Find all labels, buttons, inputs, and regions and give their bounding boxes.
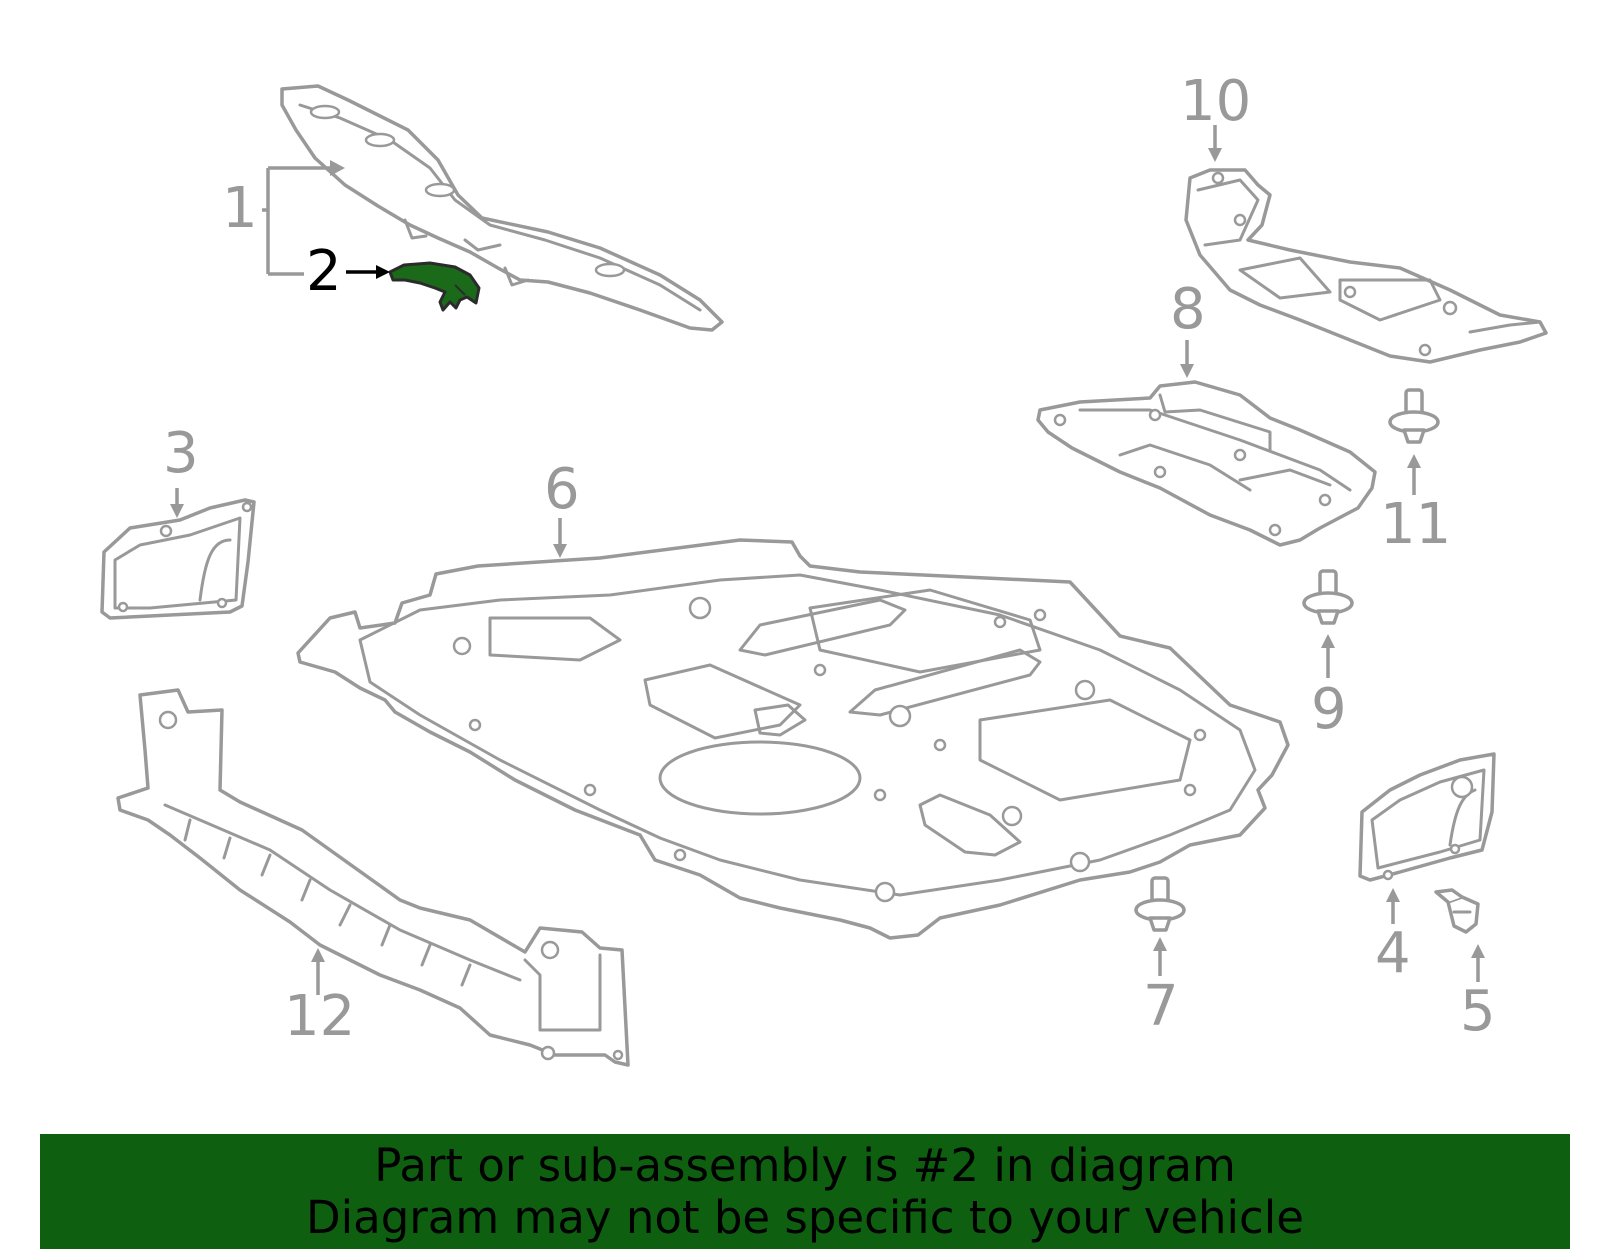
callout-3: 3 [163,421,199,486]
part-4-side-cover [1358,752,1496,882]
leader-lines [170,125,1485,995]
banner-line-1: Part or sub-assembly is #2 in diagram [374,1139,1236,1192]
callout-4: 4 [1375,921,1411,986]
banner-line-2: Diagram may not be specific to your vehi… [306,1191,1304,1244]
part-12-front-spoiler [116,688,630,1067]
callout-2: 2 [306,239,342,304]
callout-labels: 1 2 3 4 5 6 7 8 9 10 11 12 [163,69,1496,1049]
part-10-rear-shield [1184,168,1548,364]
callout-11: 11 [1380,492,1451,557]
part-3-side-cover [100,498,256,620]
part-9-clip [1302,569,1354,625]
part-6-engine-under-cover [296,538,1290,940]
callout-1: 1 [222,176,258,241]
callout-8: 8 [1170,277,1206,342]
info-banner: Part or sub-assembly is #2 in diagram Di… [40,1134,1570,1249]
part-5-bolt [1434,888,1480,934]
part-1-splash-shield [280,84,724,332]
callout-5: 5 [1460,979,1496,1044]
callout-9: 9 [1311,677,1347,742]
callout-6: 6 [544,457,580,522]
part-8-rear-cover [1036,380,1377,547]
callout-7: 7 [1143,974,1179,1039]
callout-10: 10 [1180,69,1251,134]
part-11-clip [1388,388,1440,444]
part-7-clip [1134,876,1186,932]
part-2-highlighted-bracket [388,261,481,312]
callout-12: 12 [284,984,355,1049]
